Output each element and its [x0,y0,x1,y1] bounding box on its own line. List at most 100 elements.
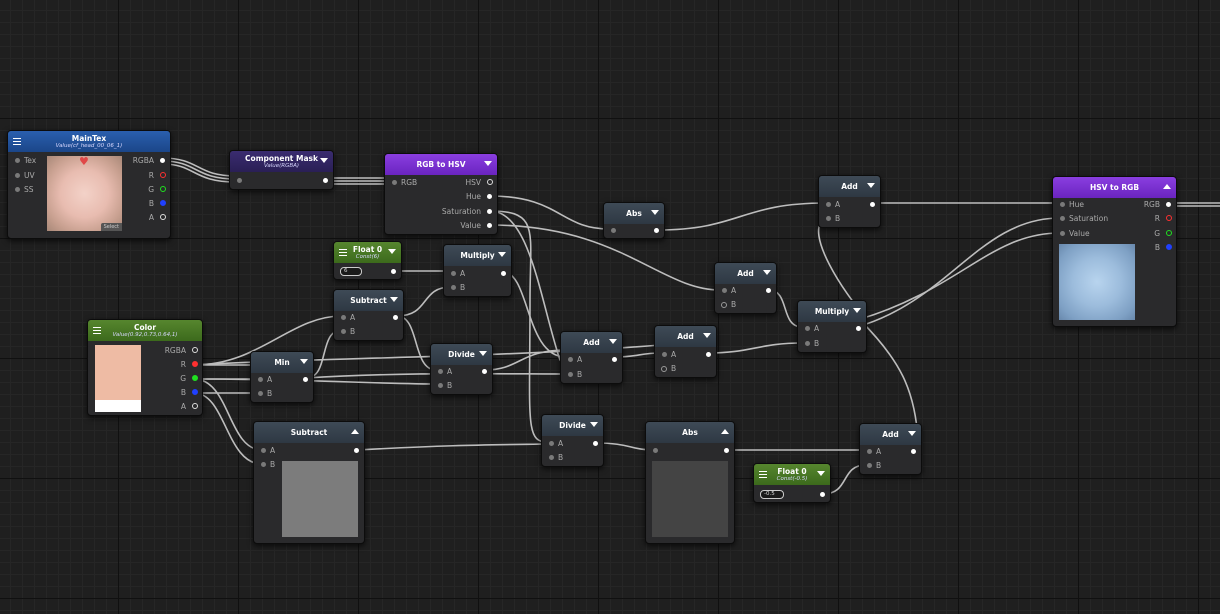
input-port-a[interactable] [261,448,266,453]
collapse-arrow-icon[interactable] [908,431,916,436]
output-port[interactable] [393,315,398,320]
output-port[interactable] [593,441,598,446]
collapse-arrow-icon[interactable] [390,297,398,302]
input-port-saturation[interactable] [1060,216,1065,221]
node-header[interactable]: MainTex Value(cf_head_00_06_1) [8,131,170,152]
output-port[interactable] [354,448,359,453]
float-value-field[interactable]: -0.5 [760,490,784,499]
node-header[interactable]: Multiply [798,301,866,322]
node-subtract-preview[interactable]: Subtract A B [253,421,365,544]
input-port-b[interactable] [258,391,263,396]
input-port-a[interactable] [662,352,667,357]
input-port-value[interactable] [1060,231,1065,236]
output-port[interactable] [482,369,487,374]
output-port[interactable] [501,271,506,276]
output-port[interactable] [724,448,729,453]
node-header[interactable]: Subtract [254,422,364,443]
node-float-const-neg[interactable]: Float 0 Const(-0.5) -0.5 [753,463,831,503]
node-divide[interactable]: Divide A B [541,414,604,467]
output-port-r[interactable] [160,172,166,178]
node-rgb-to-hsv[interactable]: RGB to HSV RGB HSV Hue Saturation Value [384,153,498,235]
node-subtract[interactable]: Subtract A B [333,289,404,341]
output-port-rgb[interactable] [1166,202,1171,207]
node-maintex[interactable]: MainTex Value(cf_head_00_06_1) Tex UV SS… [7,130,171,239]
menu-icon[interactable] [759,471,767,478]
input-port-a[interactable] [568,357,573,362]
collapse-arrow-icon[interactable] [351,429,359,434]
output-port-g[interactable] [160,186,166,192]
node-header[interactable]: Component Mask Value(RGBA) [230,151,333,172]
node-abs[interactable]: Abs [603,202,665,239]
menu-icon[interactable] [93,327,101,334]
output-port[interactable] [820,492,825,497]
input-port-b[interactable] [867,463,872,468]
node-multiply[interactable]: Multiply A B [443,244,512,297]
input-port-b[interactable] [826,216,831,221]
input-port-uv[interactable] [15,173,20,178]
output-port-hsv[interactable] [487,179,493,185]
input-port-b[interactable] [568,372,573,377]
node-abs-preview[interactable]: Abs [645,421,735,544]
input-port-a[interactable] [451,271,456,276]
node-add[interactable]: Add A B [654,325,717,378]
node-header[interactable]: RGB to HSV [385,154,497,175]
collapse-arrow-icon[interactable] [320,158,328,163]
input-port-tex[interactable] [15,158,20,163]
collapse-arrow-icon[interactable] [609,339,617,344]
collapse-arrow-icon[interactable] [1163,184,1171,189]
collapse-arrow-icon[interactable] [703,333,711,338]
node-min[interactable]: Min A B [250,351,314,403]
output-port[interactable] [766,288,771,293]
input-port-a[interactable] [258,377,263,382]
node-header[interactable]: Add [819,176,880,197]
node-header[interactable]: Abs [604,203,664,224]
node-header[interactable]: Add [715,263,776,284]
node-header[interactable]: Abs [646,422,734,443]
input-port-b[interactable] [451,285,456,290]
float-value-field[interactable]: 6 [340,267,362,276]
collapse-arrow-icon[interactable] [388,249,396,254]
output-port-hue[interactable] [487,194,492,199]
output-port[interactable] [612,357,617,362]
input-port-b[interactable] [438,383,443,388]
input-port-a[interactable] [341,315,346,320]
node-add-bottom[interactable]: Add A B [859,423,922,475]
output-port[interactable] [911,449,916,454]
select-button[interactable]: Select [100,223,122,231]
menu-icon[interactable] [13,138,21,145]
node-add-top[interactable]: Add A B [818,175,881,228]
collapse-arrow-icon[interactable] [817,471,825,476]
collapse-arrow-icon[interactable] [498,252,506,257]
input-port[interactable] [237,178,242,183]
node-header[interactable]: Divide [542,415,603,436]
input-port-b[interactable] [721,302,727,308]
node-hsv-to-rgb[interactable]: HSV to RGB Hue Saturation Value RGB R G … [1052,176,1177,327]
input-port-a[interactable] [826,202,831,207]
node-divide[interactable]: Divide A B [430,343,493,395]
collapse-arrow-icon[interactable] [721,429,729,434]
output-port-g[interactable] [1166,230,1172,236]
output-port[interactable] [706,352,711,357]
input-port-b[interactable] [805,341,810,346]
input-port-a[interactable] [549,441,554,446]
node-add[interactable]: Add A B [714,262,777,314]
input-port-a[interactable] [438,369,443,374]
input-port[interactable] [611,228,616,233]
collapse-arrow-icon[interactable] [479,351,487,356]
output-port-a[interactable] [160,214,166,220]
input-port-rgb[interactable] [392,180,397,185]
node-header[interactable]: Divide [431,344,492,365]
output-port-b[interactable] [160,200,166,206]
node-add[interactable]: Add A B [560,331,623,384]
node-color[interactable]: Color Value(0.92,0.73,0.64,1) RGBA R G B… [87,319,203,416]
node-header[interactable]: Multiply [444,245,511,266]
output-port[interactable] [391,269,396,274]
node-header[interactable]: HSV to RGB [1053,177,1176,198]
node-header[interactable]: Subtract [334,290,403,311]
node-multiply[interactable]: Multiply A B [797,300,867,353]
input-port-b[interactable] [341,329,346,334]
node-header[interactable]: Float 0 Const(6) [334,242,401,263]
input-port-b[interactable] [661,366,667,372]
node-float-const-6[interactable]: Float 0 Const(6) 6 [333,241,402,280]
